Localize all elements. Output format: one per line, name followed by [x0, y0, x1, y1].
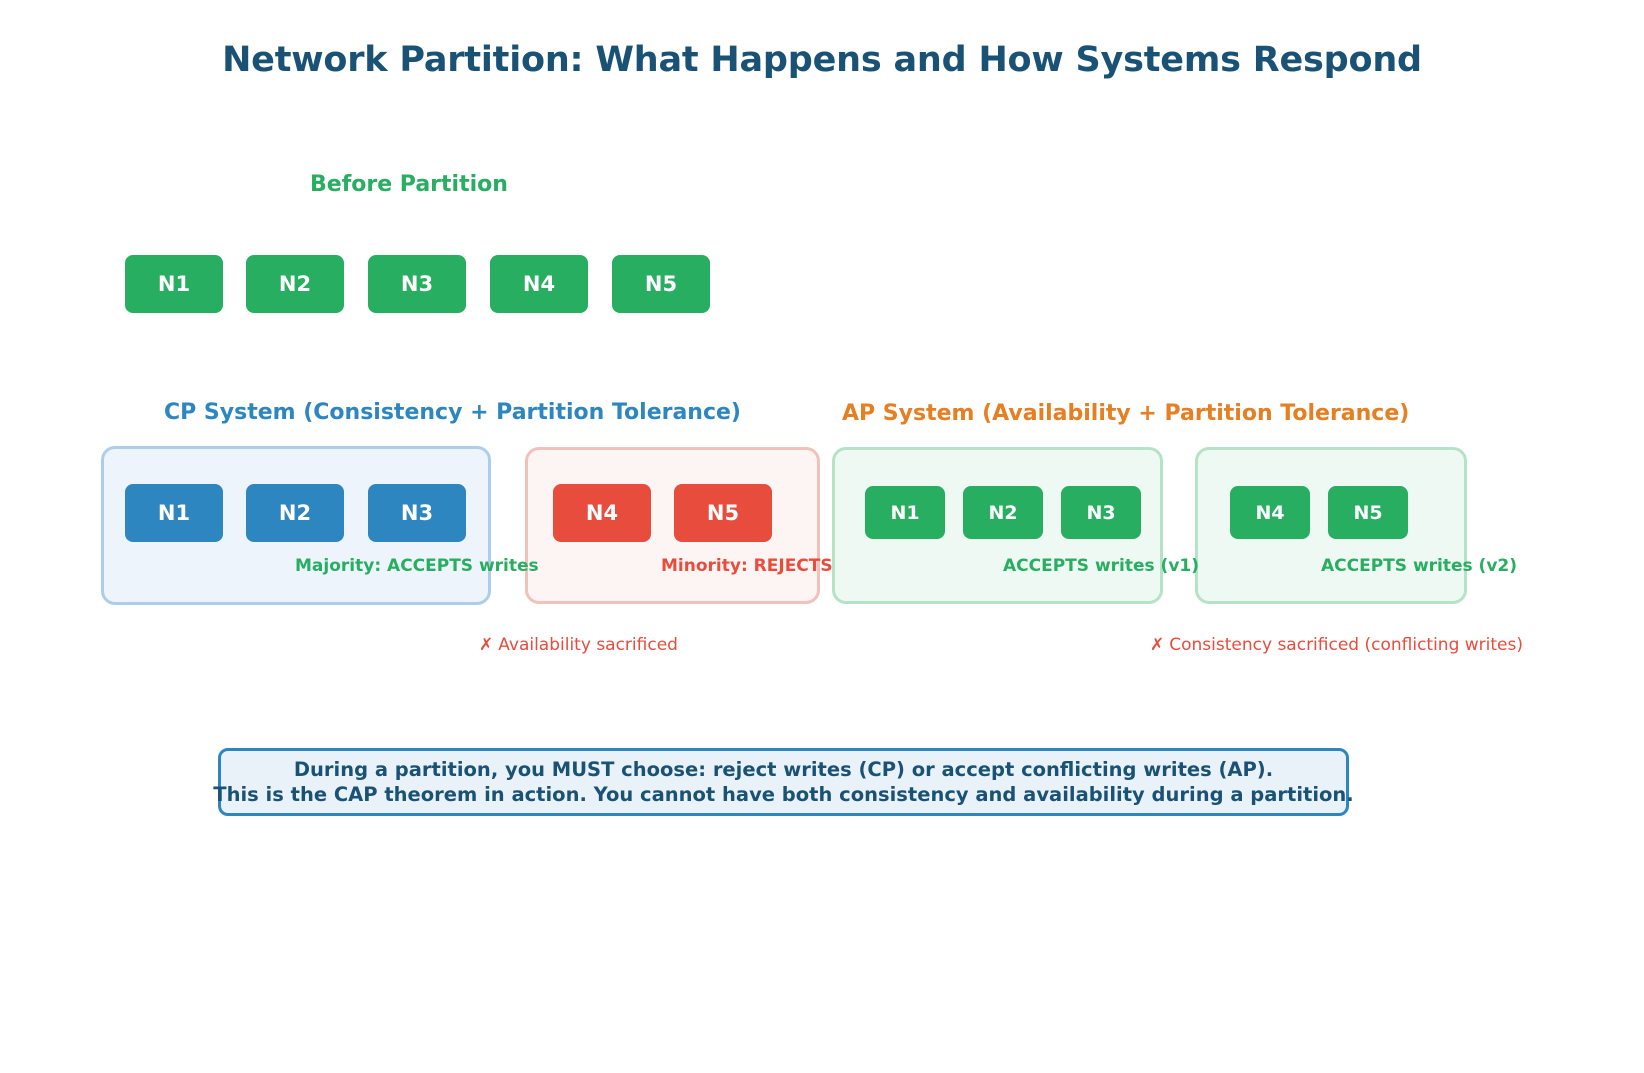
node-cp-minority-n4: N4	[553, 484, 651, 542]
cross-icon: ✗	[479, 635, 494, 655]
cp-system-heading: CP System (Consistency + Partition Toler…	[164, 400, 741, 425]
conclusion-line-2: This is the CAP theorem in action. You c…	[213, 783, 1354, 806]
cross-icon: ✗	[1150, 635, 1165, 655]
page-title: Network Partition: What Happens and How …	[222, 40, 1422, 80]
node-before-n1: N1	[125, 255, 223, 313]
ap-partition-a-status-label: ACCEPTS writes (v1)	[1003, 556, 1199, 576]
node-before-n3: N3	[368, 255, 466, 313]
node-cp-majority-n3: N3	[368, 484, 466, 542]
cp-sacrifice-text: Availability sacrificed	[498, 635, 678, 655]
node-ap-b-n4: N4	[1230, 486, 1310, 539]
node-ap-a-n3: N3	[1061, 486, 1141, 539]
cp-majority-status-label: Majority: ACCEPTS writes	[295, 556, 539, 576]
node-before-n4: N4	[490, 255, 588, 313]
conclusion-box: During a partition, you MUST choose: rej…	[213, 748, 1354, 816]
ap-sacrifice-text: Consistency sacrificed (conflicting writ…	[1169, 635, 1524, 655]
node-before-n5: N5	[612, 255, 710, 313]
node-before-n2: N2	[246, 255, 344, 313]
ap-sacrifice-note: ✗Consistency sacrificed (conflicting wri…	[1150, 635, 1523, 655]
before-partition-heading: Before Partition	[310, 172, 508, 197]
conclusion-line-1: During a partition, you MUST choose: rej…	[293, 758, 1274, 781]
node-cp-minority-n5: N5	[674, 484, 772, 542]
node-cp-majority-n2: N2	[246, 484, 344, 542]
cp-sacrifice-note: ✗Availability sacrificed	[479, 635, 678, 655]
ap-system-heading: AP System (Availability + Partition Tole…	[842, 401, 1410, 426]
node-ap-a-n1: N1	[865, 486, 945, 539]
ap-partition-b-status-label: ACCEPTS writes (v2)	[1321, 556, 1517, 576]
node-cp-majority-n1: N1	[125, 484, 223, 542]
node-ap-b-n5: N5	[1328, 486, 1408, 539]
node-ap-a-n2: N2	[963, 486, 1043, 539]
